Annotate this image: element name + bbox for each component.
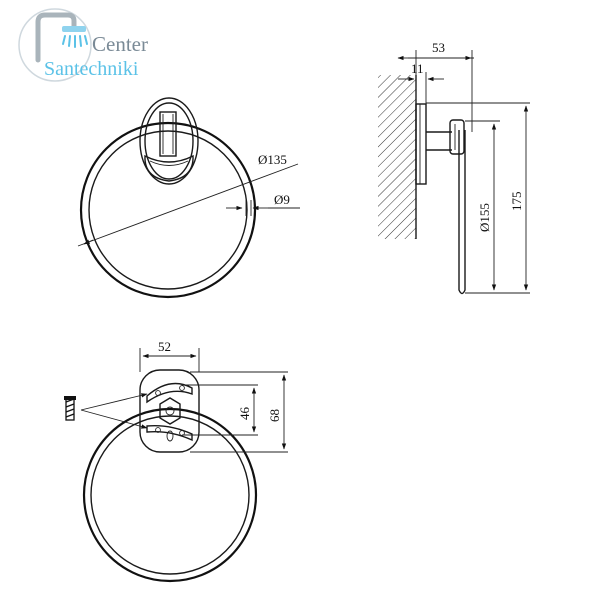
- center-hex-nut: [159, 397, 181, 425]
- screw-icon: [64, 396, 76, 421]
- screw-leader-top: [80, 393, 148, 411]
- crescent-clip: [144, 154, 194, 182]
- side-clip: [449, 119, 465, 155]
- back-view: 52 46 68: [64, 339, 288, 583]
- keyhole: [166, 430, 174, 442]
- side-ring-edge: [458, 130, 466, 295]
- side-view: 53 11 Ø155 175: [378, 40, 530, 295]
- dim-ring-diameter: Ø135: [258, 152, 287, 167]
- side-arm: [426, 131, 452, 151]
- side-base-plate: [415, 103, 427, 185]
- logo-text-santechniki: Santechniki: [44, 58, 139, 80]
- wall-hatch: [378, 75, 416, 239]
- bracket-bottom: [146, 424, 193, 442]
- back-mount-plate: [139, 369, 200, 453]
- dim-side-ring-diameter: Ø155: [477, 203, 492, 232]
- ring-inner: [88, 130, 248, 290]
- front-view: Ø135 Ø9: [77, 97, 300, 299]
- mount-post: [159, 111, 177, 157]
- dim-plate-width: 52: [158, 339, 171, 354]
- dim-rod-diameter: Ø9: [274, 192, 290, 207]
- logo-text-center: Center: [92, 32, 148, 56]
- mount-oval: [139, 97, 199, 185]
- back-ring-inner: [90, 415, 250, 575]
- brand-logo: Center Santechniki: [18, 8, 148, 82]
- dim-total-height: 175: [509, 192, 524, 212]
- dia135-leader: [77, 163, 299, 247]
- shower-head-icon: [35, 12, 88, 63]
- dim-base-thickness: 11: [411, 61, 424, 76]
- mount-oval-inner: [144, 102, 194, 180]
- ring-outer: [79, 121, 257, 299]
- logo-circle: [18, 8, 92, 82]
- dim-hole-spacing: 46: [237, 407, 252, 421]
- screw-leader-bottom: [80, 409, 148, 429]
- dim-plate-height: 68: [267, 409, 282, 422]
- back-ring-outer: [82, 407, 258, 583]
- bracket-top: [146, 382, 193, 404]
- dim-side-depth: 53: [432, 40, 445, 55]
